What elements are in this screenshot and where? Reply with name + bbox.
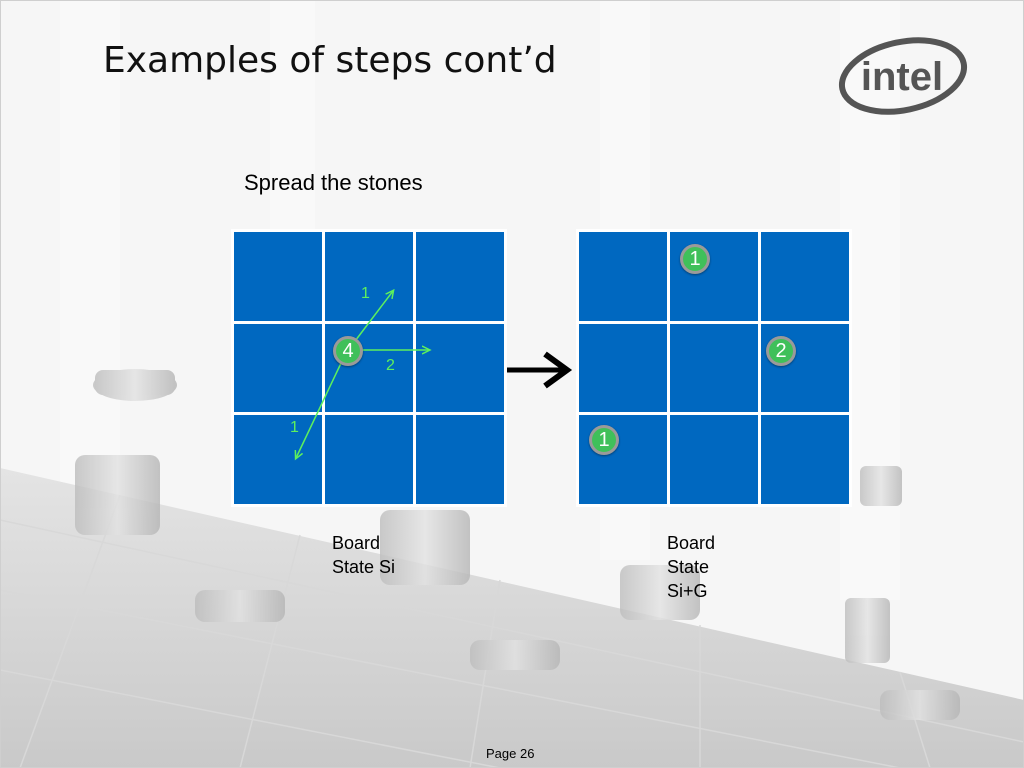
board-cell (416, 232, 504, 321)
board-cell-top-center (670, 232, 758, 321)
board-cell (761, 232, 849, 321)
board-cell (234, 415, 322, 504)
board-cell (234, 232, 322, 321)
stone: 1 (589, 425, 619, 455)
caption-line: Board (667, 533, 716, 553)
right-arrow-icon (507, 351, 573, 389)
caption-line: Si+G (667, 581, 708, 601)
caption-line: State (667, 557, 710, 577)
board-cell (416, 415, 504, 504)
caption-board-state-si: Board State Si (332, 531, 422, 579)
caption-board-state-si-g: Board State Si+G (667, 531, 727, 603)
board-cell (670, 323, 758, 413)
board-state-si-g (576, 229, 852, 507)
board-cell (325, 232, 413, 321)
svg-text:intel: intel (861, 55, 943, 99)
slide-title: Examples of steps cont’d (103, 40, 557, 81)
stone: 4 (333, 336, 363, 366)
move-count-label: 2 (386, 357, 395, 374)
board-cell (761, 415, 849, 504)
board-cell (670, 415, 758, 504)
slide-subtitle: Spread the stones (244, 170, 423, 195)
move-count-label: 1 (361, 285, 370, 302)
page-number: Page 26 (486, 746, 535, 761)
stone: 2 (766, 336, 796, 366)
board-cell (416, 323, 504, 413)
intel-logo: intel (838, 37, 968, 115)
board-cell (579, 323, 667, 413)
board-cell (234, 323, 322, 413)
caption-line: Board (332, 533, 381, 553)
stone: 1 (680, 244, 710, 274)
board-cell (579, 232, 667, 321)
move-count-label: 1 (290, 419, 299, 436)
board-state-si (231, 229, 507, 507)
caption-line: State Si (332, 557, 396, 577)
board-cell (325, 415, 413, 504)
board-cell-center (325, 323, 413, 413)
